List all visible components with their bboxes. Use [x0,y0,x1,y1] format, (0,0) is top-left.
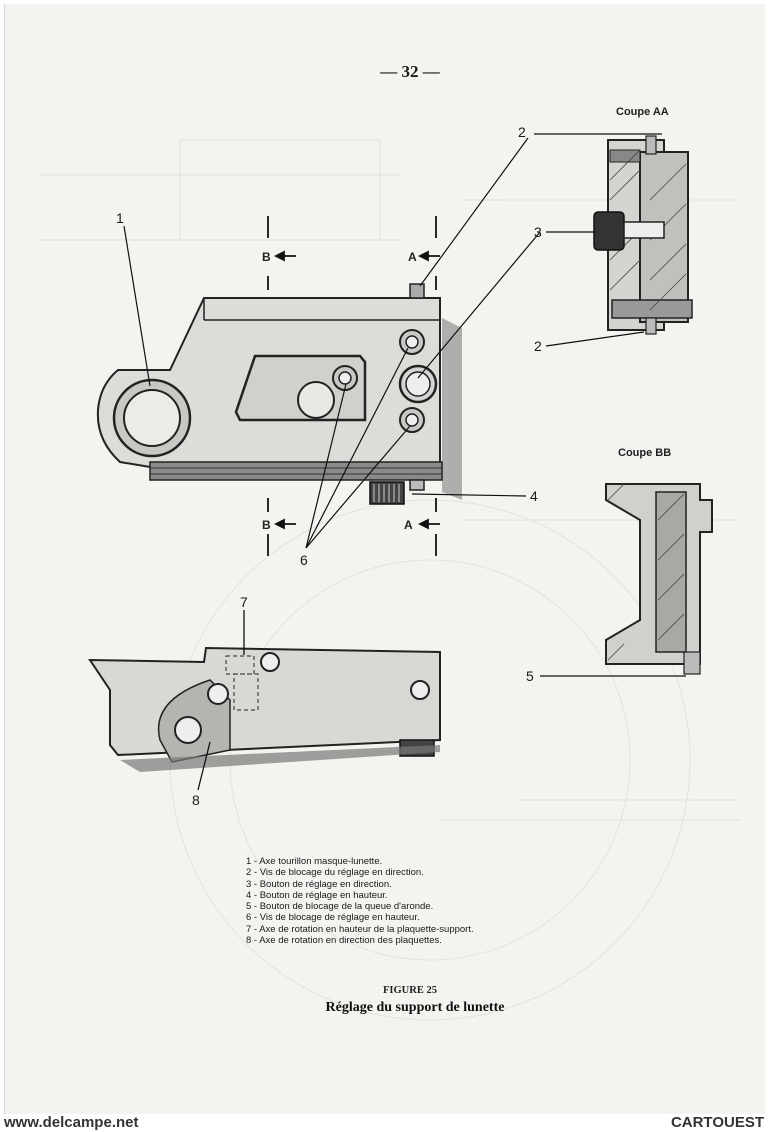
callout-7: 7 [240,594,248,610]
watermark-bar: www.delcampe.net CARTOUEST [0,1114,772,1132]
callout-3: 3 [534,224,542,240]
page-number: — 32 — [380,62,440,81]
callout-2-bottom: 2 [534,338,542,354]
legend-item: 2 - Vis de blocage du réglage en directi… [246,867,424,879]
callout-2-top: 2 [518,124,526,140]
legend-item: 4 - Bouton de réglage en hauteur. [246,889,388,901]
figure-title: Réglage du support de lunette [325,1000,505,1015]
callout-8: 8 [192,792,200,808]
section-bb-label: Coupe BB [618,447,672,459]
section-aa-label: Coupe AA [616,106,669,118]
legend-item: 3 - Bouton de réglage en direction. [246,878,392,890]
callout-4: 4 [530,488,538,504]
callout-6: 6 [300,552,308,568]
legend-item: 7 - Axe de rotation en hauteur de la pla… [246,923,474,935]
section-aa-drawing [593,135,693,335]
bleed-through [40,139,740,1021]
figure-legend: 1 - Axe tourillon masque-lunette. 2 - Vi… [246,856,474,946]
callout-1: 1 [116,210,124,226]
watermark-right: CARTOUEST [670,1114,764,1131]
callout-5: 5 [526,668,534,684]
legend-item: 8 - Axe de rotation en direction des pla… [246,935,442,947]
main-body-drawing [96,216,462,556]
watermark-left: www.delcampe.net [4,1114,139,1131]
figure-label: FIGURE 25 [383,985,437,996]
side-view-drawing [88,610,441,791]
section-bb-drawing [605,483,713,675]
marker-b-bottom: B [262,518,271,532]
legend-item: 6 - Vis de blocage de réglage en hauteur… [246,912,420,924]
marker-a-top: A [408,250,417,264]
legend-item: 1 - Axe tourillon masque-lunette. [246,856,383,867]
marker-b-top: B [262,250,271,264]
legend-item: 5 - Bouton de blocage de la queue d'aron… [246,901,434,913]
leader-lines [123,133,686,677]
marker-a-bottom: A [404,518,413,532]
